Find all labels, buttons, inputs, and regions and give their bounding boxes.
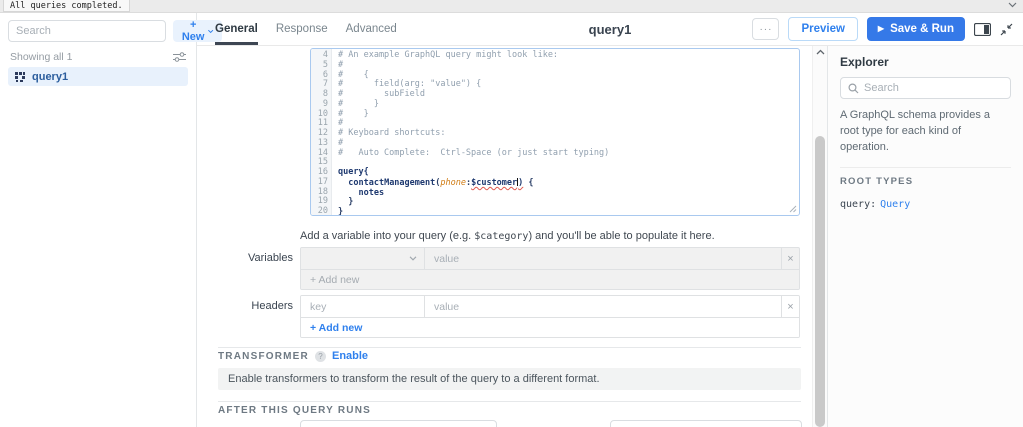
- code-line: #: [338, 59, 344, 70]
- code-line: #: [338, 137, 344, 148]
- query-list-item[interactable]: query1: [8, 67, 188, 86]
- variable-key-select[interactable]: [301, 248, 425, 269]
- variables-label: Variables: [247, 252, 293, 264]
- add-variable-button[interactable]: + Add new: [301, 270, 799, 289]
- section-divider: [218, 401, 801, 402]
- variables-editor: × + Add new: [300, 247, 800, 290]
- tab-advanced[interactable]: Advanced: [345, 23, 397, 35]
- explorer-search-box: [840, 77, 1011, 99]
- app-window: + New Showing all 1 query1 query1 Genera…: [0, 13, 1023, 427]
- query-list: query1: [0, 67, 196, 86]
- section-divider: [218, 347, 801, 348]
- chevron-down-icon: [208, 29, 214, 33]
- success-event-box[interactable]: [300, 420, 497, 427]
- code-line: contactManagement(phone:$customer) {: [348, 177, 534, 188]
- transformer-section-header: TRANSFORMER ? Enable: [218, 350, 368, 362]
- code-line: [338, 158, 799, 168]
- explorer-divider: [840, 166, 1011, 168]
- query-status-message: All queries completed.: [3, 0, 130, 12]
- code-editor-lines: # An example GraphQL query might look li…: [332, 49, 799, 215]
- remove-header-button[interactable]: ×: [781, 296, 799, 317]
- tab-general[interactable]: General: [215, 13, 258, 45]
- query-item-label: query1: [32, 70, 69, 83]
- collapse-editor-icon[interactable]: [1000, 23, 1013, 36]
- code-line: # }: [338, 108, 369, 119]
- remove-variable-button[interactable]: ×: [781, 248, 799, 269]
- root-query-type-link[interactable]: Query: [880, 198, 911, 210]
- failure-event-box[interactable]: [610, 420, 802, 427]
- editor-tabs: General Response Advanced: [215, 13, 397, 45]
- text-cursor: [517, 177, 519, 186]
- headers-editor: × + Add new: [300, 295, 800, 338]
- schema-description: A GraphQL schema provides a root type fo…: [840, 109, 991, 153]
- ellipsis-icon: ···: [759, 23, 773, 35]
- headers-label: Headers: [251, 300, 293, 312]
- chevron-down-icon: [409, 256, 417, 261]
- code-line: # }: [338, 98, 379, 109]
- explorer-panel: Explorer A GraphQL schema provides a roo…: [827, 46, 1023, 427]
- root-type-row: query:Query: [840, 199, 1011, 210]
- code-line: #: [338, 118, 344, 129]
- variables-hint: Add a variable into your query (e.g. $ca…: [300, 230, 715, 242]
- code-line: # An example GraphQL query might look li…: [338, 50, 559, 60]
- hint-text-post: ) and you'll be able to populate it here…: [528, 230, 715, 242]
- code-line: # subField: [338, 89, 425, 99]
- play-icon: ▶: [877, 24, 885, 33]
- scrollbar-thumb[interactable]: [815, 136, 825, 427]
- after-query-section-header: AFTER THIS QUERY RUNS: [218, 405, 371, 416]
- enable-transformer-link[interactable]: Enable: [331, 350, 369, 362]
- main-scrollbar[interactable]: [812, 46, 827, 427]
- new-query-button[interactable]: + New: [173, 19, 222, 43]
- code-line: query{: [338, 167, 369, 177]
- code-line: }: [338, 207, 344, 216]
- editor-resize-handle[interactable]: [789, 205, 797, 213]
- code-line: notes: [358, 187, 385, 198]
- chevron-down-icon[interactable]: [1008, 2, 1017, 8]
- root-types-heading: ROOT TYPES: [840, 175, 914, 187]
- toggle-side-panel-icon[interactable]: [974, 22, 991, 36]
- explorer-search-input[interactable]: [864, 82, 1003, 94]
- new-query-label: + New: [181, 19, 205, 43]
- showing-count-label: Showing all 1: [10, 51, 73, 63]
- code-line: # Keyboard shortcuts:: [338, 128, 446, 138]
- graphql-resource-icon: [15, 71, 25, 82]
- code-line: }: [338, 197, 354, 208]
- more-options-button[interactable]: ···: [752, 18, 780, 40]
- scroll-up-icon[interactable]: [813, 49, 827, 55]
- after-query-title: AFTER THIS QUERY RUNS: [218, 405, 371, 416]
- query-list-sidebar: + New Showing all 1 query1: [0, 13, 222, 427]
- header-key-input[interactable]: [301, 296, 424, 317]
- code-line: # Auto Complete: Ctrl-Space (or just sta…: [338, 147, 610, 158]
- header-value-input[interactable]: [425, 296, 781, 317]
- preview-button[interactable]: Preview: [788, 17, 858, 41]
- search-icon: [848, 82, 859, 93]
- code-line: # field(arg: "value") {: [338, 79, 482, 90]
- hint-code: $category: [474, 231, 529, 242]
- help-icon[interactable]: ?: [314, 350, 326, 362]
- query-search-input[interactable]: [8, 20, 166, 42]
- variable-value-input[interactable]: [425, 248, 781, 269]
- header-row: ×: [301, 296, 799, 318]
- transformer-title: TRANSFORMER: [218, 350, 309, 362]
- code-line: # {: [338, 69, 369, 80]
- tab-response[interactable]: Response: [275, 23, 328, 35]
- transformer-description: Enable transformers to transform the res…: [218, 368, 801, 390]
- save-and-run-label: Save & Run: [890, 23, 954, 35]
- add-header-button[interactable]: + Add new: [301, 318, 799, 337]
- filter-icon[interactable]: [173, 52, 186, 62]
- variable-row: ×: [301, 248, 799, 270]
- root-query-key: query:: [840, 198, 877, 210]
- status-bar: All queries completed.: [0, 0, 1023, 13]
- save-and-run-button[interactable]: ▶ Save & Run: [866, 17, 965, 41]
- hint-text-pre: Add a variable into your query (e.g.: [300, 230, 475, 242]
- explorer-title: Explorer: [840, 55, 889, 69]
